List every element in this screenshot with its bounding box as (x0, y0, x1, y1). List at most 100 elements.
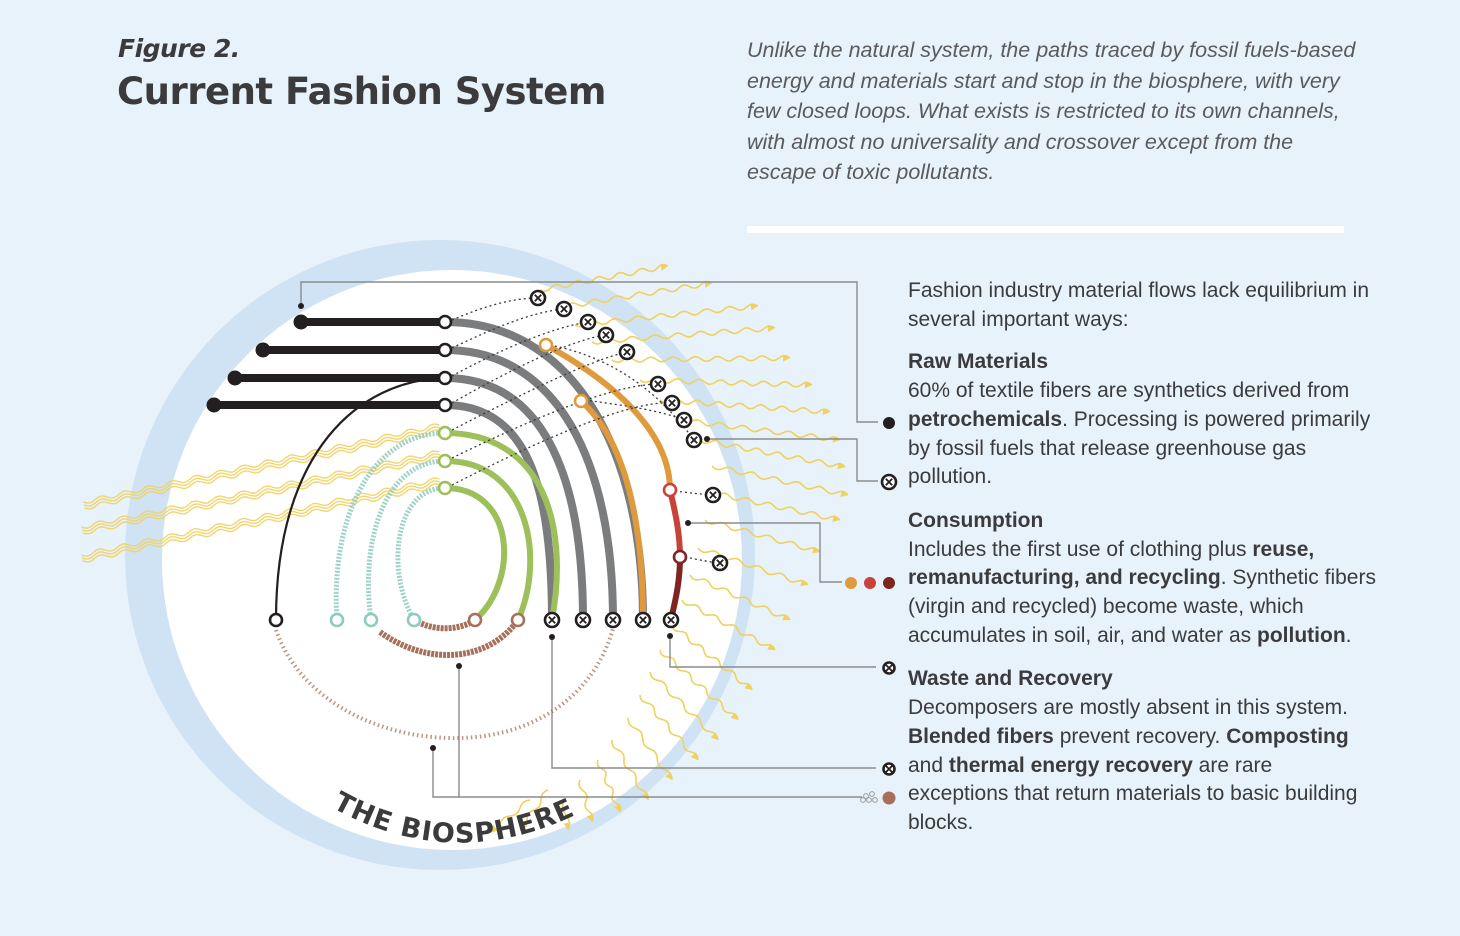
pollution-x-icon (604, 611, 622, 629)
energy-arrowhead (804, 381, 812, 389)
energy-arrowhead (767, 325, 775, 332)
energy-arrowhead (490, 824, 498, 832)
energy-wave-out (591, 325, 776, 345)
pollution-connector (451, 334, 607, 404)
leader-line (707, 438, 878, 482)
energy-wave-out (681, 599, 776, 651)
energy-wave-out (697, 547, 809, 586)
energy-arrowhead (800, 579, 808, 587)
pollution-connector (451, 383, 659, 459)
reuse-node (573, 393, 589, 409)
energy-input-waves (81, 423, 441, 563)
biosphere-interior (162, 270, 742, 850)
energy-wave-in (83, 426, 441, 507)
panel-lead: Fashion industry material flows lack equ… (908, 279, 1370, 331)
leader-dot (704, 436, 710, 442)
legend-markers (845, 417, 898, 805)
reuse-node (538, 337, 554, 353)
synthetic-fiber-arc (444, 401, 556, 621)
energy-arrowhead (586, 814, 594, 822)
section-raw-materials: Raw Materials 60% of textile fibers are … (908, 348, 1378, 492)
body-text: . (1345, 623, 1352, 647)
energy-wave-in (82, 456, 441, 535)
leader-line (688, 522, 842, 583)
decomposition-node (510, 612, 526, 628)
energy-wave-in (81, 477, 440, 557)
energy-wave-out (554, 280, 713, 311)
energy-wave-in (84, 429, 441, 510)
compost-dot-icon (882, 791, 896, 805)
fiber-node (437, 314, 453, 330)
energy-wave-out (659, 649, 739, 721)
fiber-node (437, 370, 453, 386)
emphasis-text: thermal energy recovery (948, 753, 1193, 777)
body-text: 60% of textile fibers are synthetics der… (908, 379, 1350, 403)
decomposition-node (467, 612, 483, 628)
pollution-connector (451, 297, 539, 321)
pollution-x-icon (543, 611, 561, 629)
pollution-x-icon (597, 326, 615, 344)
flow-nodes (268, 289, 729, 629)
emphasis-text: pollution (1257, 623, 1346, 647)
section-text: Includes the first use of clothing plus … (908, 536, 1378, 651)
energy-wave-in (82, 483, 441, 563)
energy-arrowhead (744, 682, 752, 690)
energy-wave-out (699, 439, 846, 468)
natural-fiber-arc (444, 430, 560, 621)
body-text: are rare exceptions that return material… (908, 753, 1358, 834)
energy-wave-out (519, 789, 549, 831)
compost-arc (333, 430, 446, 621)
remanufacture-dot-icon (864, 577, 876, 589)
energy-arrowhead (767, 643, 775, 650)
energy-wave-out (711, 465, 849, 496)
energy-wave-out (489, 799, 531, 833)
energy-wave-out (639, 694, 699, 761)
section-waste-recovery: Waste and Recovery Decomposers are mostl… (908, 665, 1378, 837)
pollution-x-icon (882, 661, 896, 675)
pollution-connector (451, 351, 628, 431)
fossil-end-node (268, 612, 284, 628)
compost-node (363, 612, 379, 628)
emphasis-text: Blended fibers (908, 724, 1054, 748)
energy-wave-out (671, 624, 753, 691)
pollution-x-icon (634, 611, 652, 629)
natural-node (437, 425, 453, 441)
energy-wave-out (578, 779, 594, 823)
fiber-node (437, 397, 453, 413)
figure-label: Figure 2. (118, 34, 240, 63)
energy-wave-out (539, 263, 669, 293)
figure-title: Current Fashion System (117, 70, 606, 113)
leader-line (551, 637, 876, 769)
explanation-panel: Fashion industry material flows lack equ… (908, 277, 1378, 853)
energy-wave-in (81, 480, 441, 560)
leader-dot (430, 745, 436, 751)
section-text: Decomposers are mostly absent in this sy… (908, 694, 1378, 838)
pollution-x-icon (675, 411, 693, 429)
pollution-x-icon (704, 486, 722, 504)
energy-arrowhead (660, 263, 668, 271)
energy-wave-in (83, 423, 440, 504)
energy-arrowhead (840, 490, 848, 497)
body-text: and (908, 753, 949, 777)
petrochemical-source-dot (293, 314, 309, 330)
compost-node (329, 612, 345, 628)
emphasis-text: Composting (1226, 724, 1349, 748)
energy-arrowhead (614, 804, 621, 812)
biosphere (125, 240, 755, 870)
pollution-x-icon (579, 313, 597, 331)
energy-wave-out (659, 397, 831, 415)
energy-wave-in (81, 453, 441, 532)
petrochemical-source-dot (227, 370, 243, 386)
natural-fiber-arc (444, 485, 508, 623)
energy-wave-out (689, 574, 791, 621)
body-text: . Synthetic fibers (virgin and recycled)… (908, 566, 1376, 647)
energy-wave-out (611, 354, 791, 364)
section-heading: Consumption (908, 508, 1044, 532)
section-text: 60% of textile fibers are synthetics der… (908, 377, 1378, 492)
natural-fiber-arc (444, 458, 534, 622)
section-consumption: Consumption Includes the first use of cl… (908, 507, 1378, 651)
section-heading: Raw Materials (908, 350, 1049, 374)
pollution-x-icon (574, 611, 592, 629)
pollution-x-icon (882, 762, 896, 776)
